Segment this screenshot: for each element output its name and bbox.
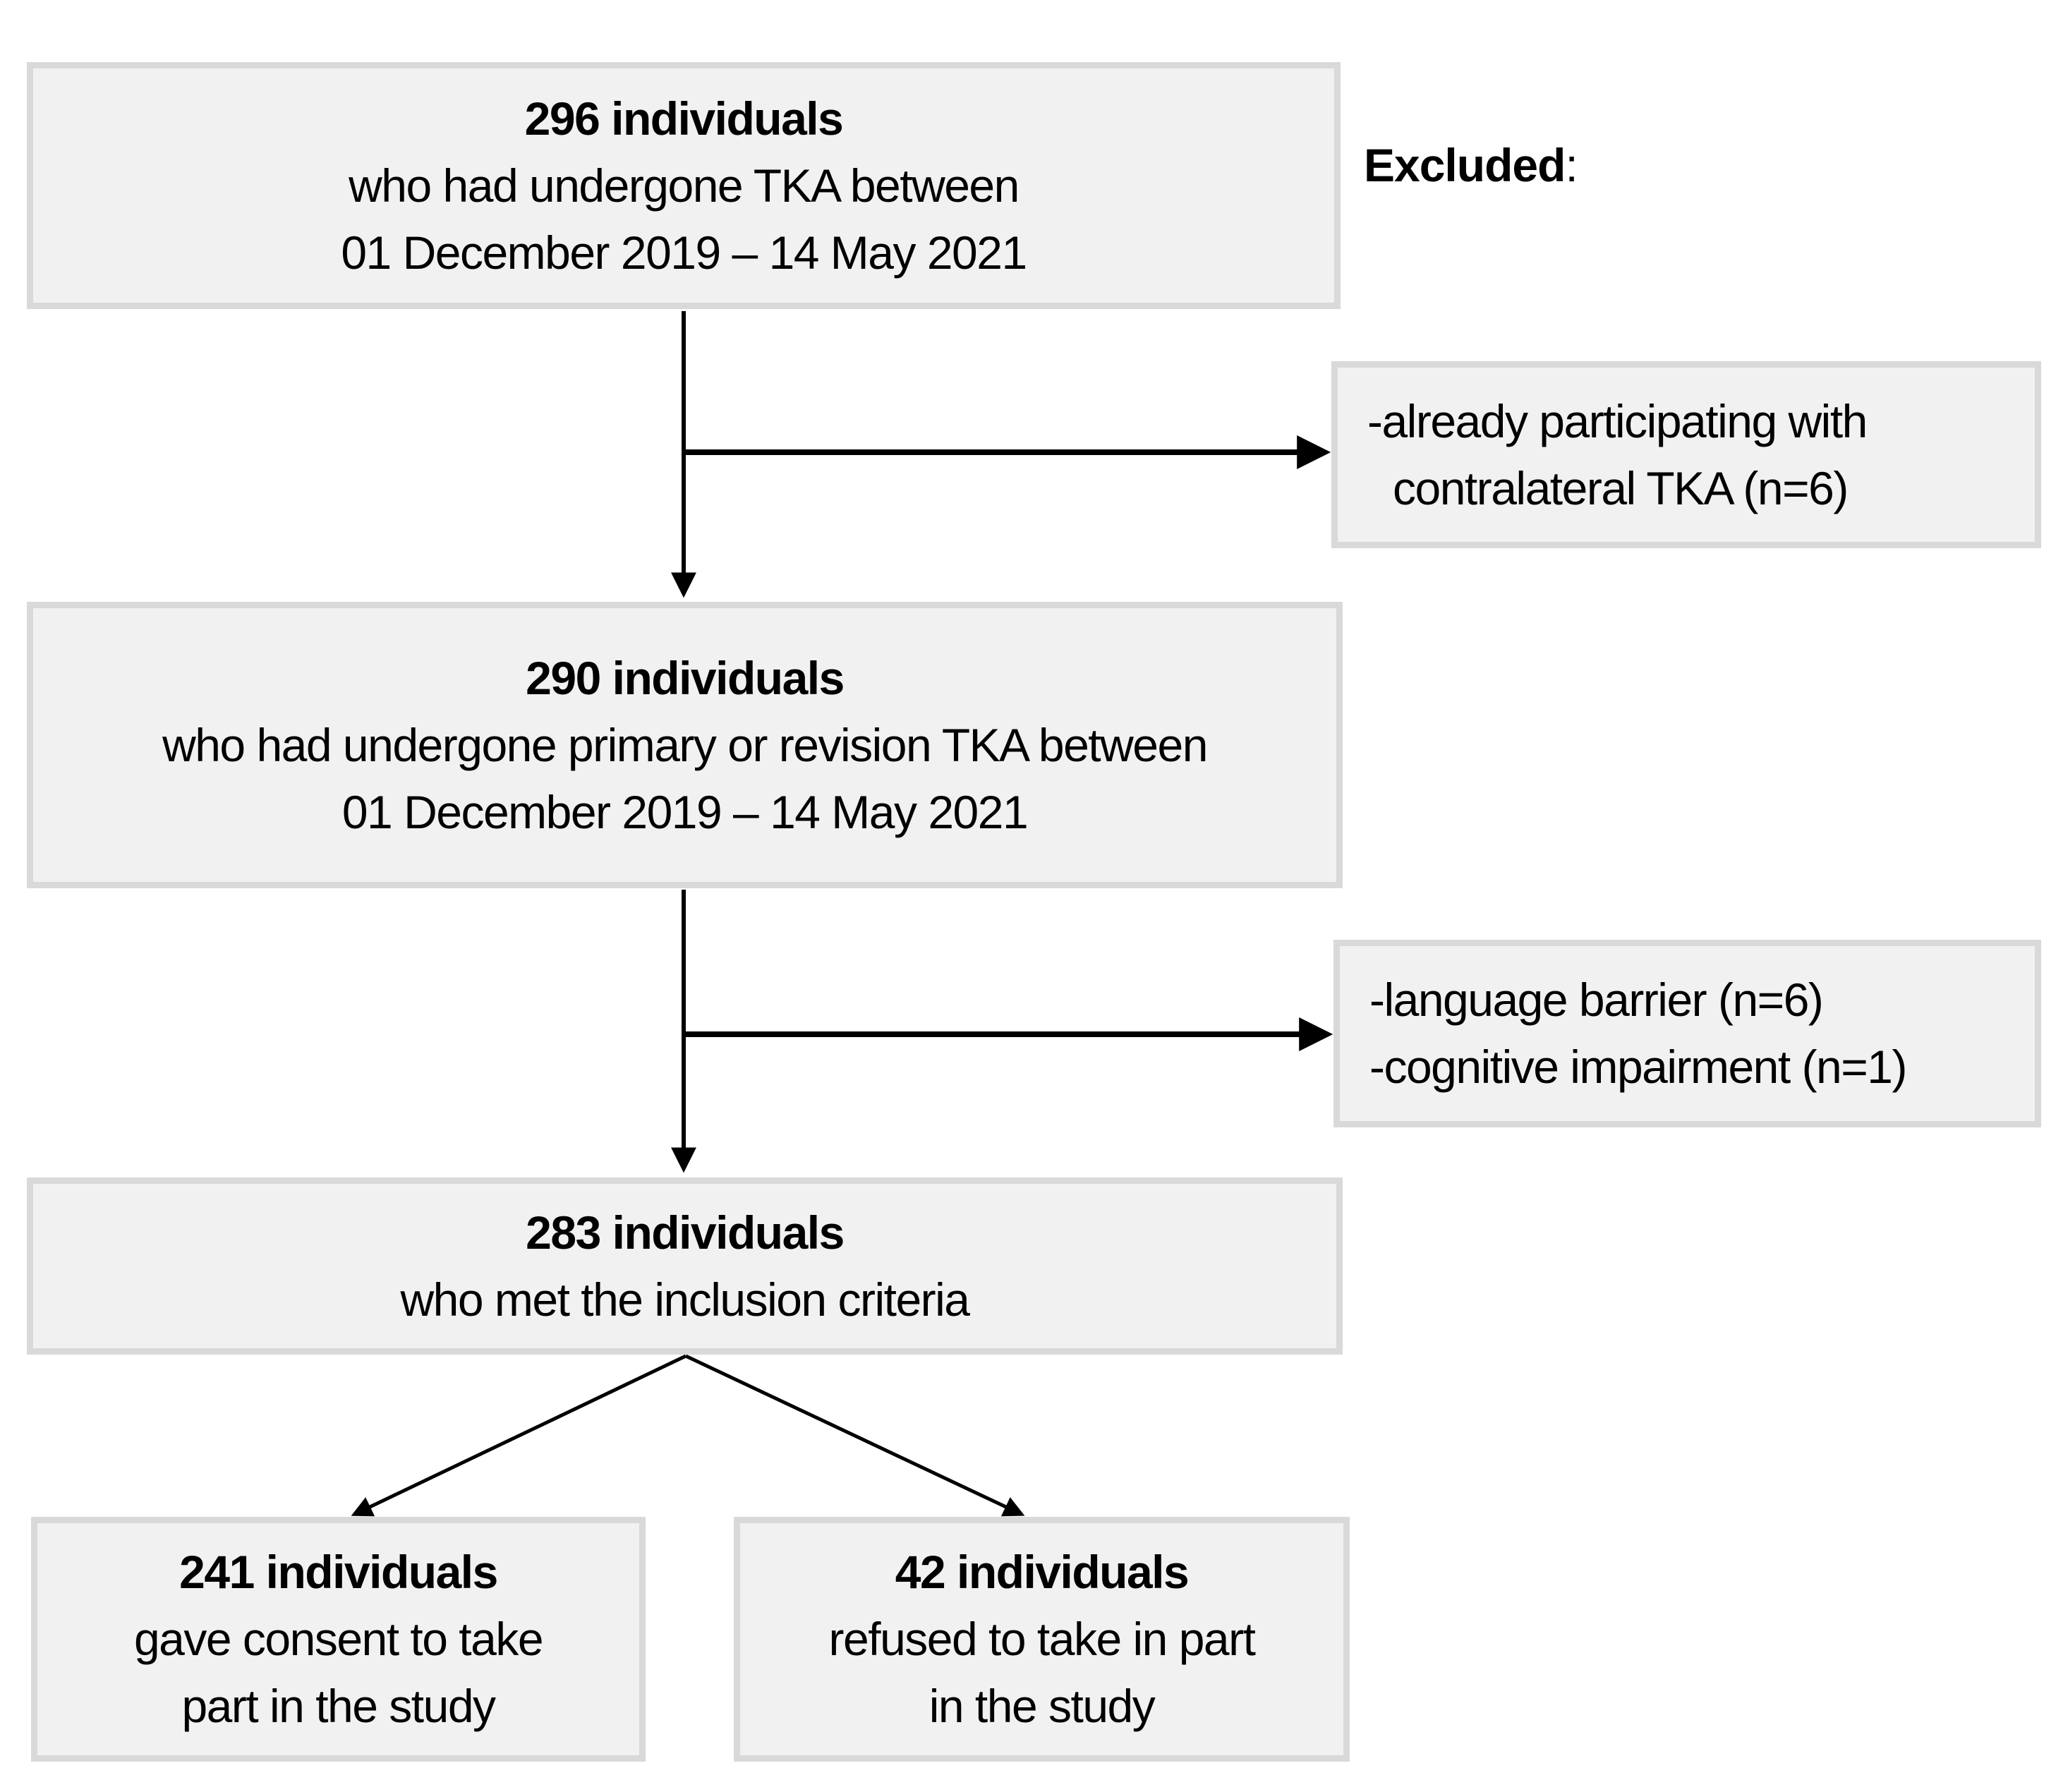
arrow-283-to-42-icon xyxy=(684,1354,1025,1517)
exclusion-2-line-1: -language barrier (n=6) xyxy=(1369,974,1824,1026)
box-refused-line-2: in the study xyxy=(928,1680,1156,1732)
box-refused-line-1: refused to take in part xyxy=(828,1613,1256,1665)
box-exclusion-contralateral: -already participating with contralatera… xyxy=(1331,361,2041,548)
box-refused: 42 individuals refused to take in part i… xyxy=(734,1517,1350,1762)
box-exclusion-language-cognitive: -language barrier (n=6) -cognitive impai… xyxy=(1333,940,2041,1127)
box-screened: 296 individuals who had undergone TKA be… xyxy=(27,62,1341,309)
box-met-criteria-count: 283 individuals xyxy=(526,1206,845,1259)
box-after-first-exclusion: 290 individuals who had undergone primar… xyxy=(27,602,1343,888)
exclusion-1-line-1: -already participating with xyxy=(1367,394,1868,447)
arrow-283-to-241-icon xyxy=(351,1354,687,1517)
exclusion-1-line-2: contralateral TKA (n=6) xyxy=(1393,461,1849,514)
box-screened-line-1: who had undergone TKA between xyxy=(349,159,1020,212)
exclusion-2-line-2: -cognitive impairment (n=1) xyxy=(1369,1041,1907,1093)
box-refused-count: 42 individuals xyxy=(895,1546,1190,1598)
box-consented-count: 241 individuals xyxy=(179,1546,498,1598)
box-screened-line-2: 01 December 2019 – 14 May 2021 xyxy=(341,226,1027,279)
box-consented-line-2: part in the study xyxy=(181,1680,496,1732)
box-after-first-exclusion-count: 290 individuals xyxy=(526,651,845,704)
box-met-criteria: 283 individuals who met the inclusion cr… xyxy=(27,1177,1343,1355)
excluded-label-word: Excluded xyxy=(1364,139,1566,191)
box-consented: 241 individuals gave consent to take par… xyxy=(31,1517,646,1762)
box-after-first-exclusion-line-2: 01 December 2019 – 14 May 2021 xyxy=(341,785,1029,838)
box-after-first-exclusion-line-1: who had undergone primary or revision TK… xyxy=(162,718,1208,771)
excluded-label: Excluded: xyxy=(1364,140,1578,190)
excluded-label-colon: : xyxy=(1565,139,1578,191)
box-screened-count: 296 individuals xyxy=(524,92,844,145)
box-met-criteria-line-1: who met the inclusion criteria xyxy=(400,1273,970,1326)
box-consented-line-1: gave consent to take xyxy=(133,1613,544,1665)
